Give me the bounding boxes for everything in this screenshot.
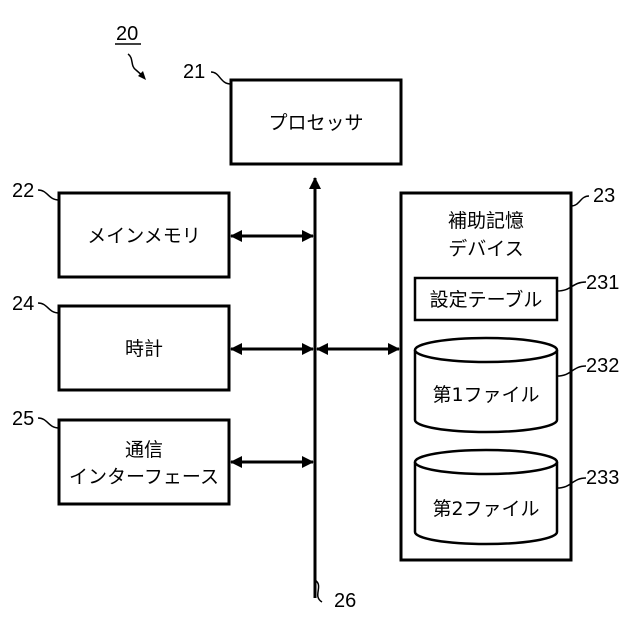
comm-interface-block: 通信 インターフェース 25 — [12, 408, 229, 504]
figure-reference: 20 — [115, 23, 146, 80]
main-memory-leader-line — [38, 190, 59, 200]
clock-ref: 24 — [12, 293, 34, 315]
bus-ref: 26 — [334, 590, 356, 612]
main-memory-block: メインメモリ 22 — [12, 180, 229, 277]
settings-table-label: 設定テーブル — [430, 288, 543, 311]
file1-cylinder-top — [415, 338, 557, 362]
file1-label: 第1ファイル — [432, 384, 539, 406]
processor-leader-line — [211, 72, 231, 84]
main-memory-ref: 22 — [12, 180, 34, 202]
aux-storage-leader-line — [571, 196, 589, 206]
settings-table-ref: 231 — [586, 272, 619, 294]
comm-interface-label-line2: インターフェース — [69, 466, 219, 488]
settings-table-block: 設定テーブル 231 — [415, 272, 619, 320]
clock-label: 時計 — [125, 338, 163, 360]
aux-storage-ref: 23 — [593, 185, 615, 207]
comm-interface-ref: 25 — [12, 408, 34, 430]
comm-interface-label-line1: 通信 — [125, 439, 163, 461]
clock-block: 時計 24 — [12, 293, 229, 390]
file1-cylinder: 第1ファイル 232 — [415, 338, 619, 432]
comm-interface-leader-line — [38, 418, 59, 428]
file1-ref: 232 — [586, 355, 619, 377]
figure-number: 20 — [116, 23, 138, 45]
processor-block: プロセッサ 21 — [183, 61, 401, 164]
file2-label: 第2ファイル — [432, 498, 539, 520]
clock-leader-line — [38, 303, 59, 313]
processor-ref: 21 — [183, 61, 205, 83]
file2-cylinder: 第2ファイル 233 — [415, 450, 619, 544]
aux-storage-label-line2: デバイス — [448, 238, 523, 260]
comm-interface-box — [59, 420, 229, 504]
file2-cylinder-top — [415, 450, 557, 474]
processor-label: プロセッサ — [268, 112, 363, 134]
aux-storage-label-line1: 補助記憶 — [448, 210, 524, 232]
main-memory-label: メインメモリ — [87, 225, 200, 247]
file2-ref: 233 — [586, 467, 619, 489]
